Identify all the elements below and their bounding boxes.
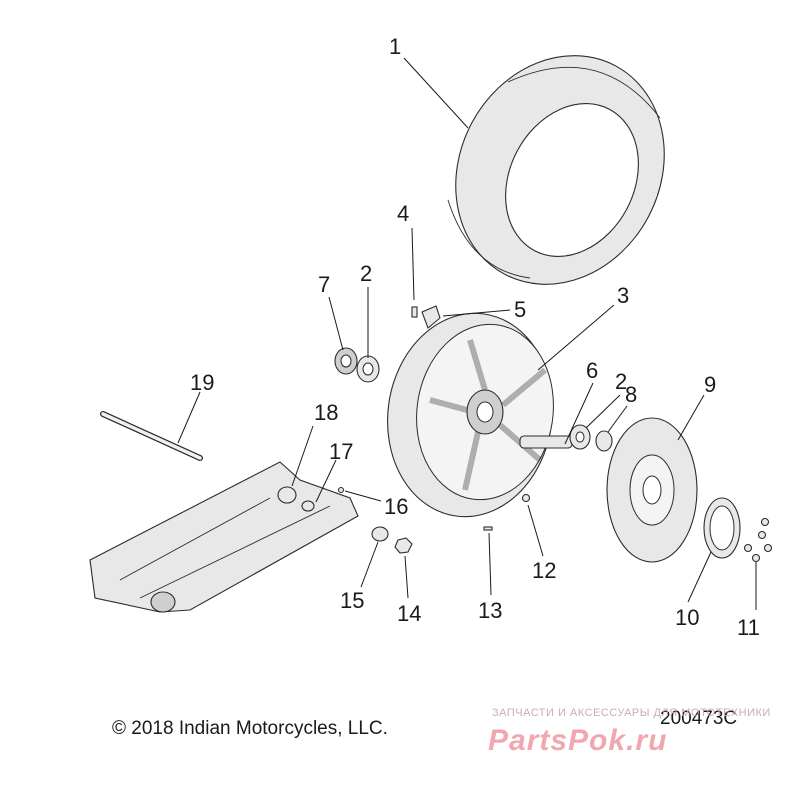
swingarm (89, 461, 359, 613)
callout-16: 16 (384, 494, 408, 519)
washer-15 (371, 526, 389, 542)
callout-18: 18 (314, 400, 338, 425)
callout-12: 12 (532, 558, 556, 583)
brake-disc (606, 417, 698, 563)
bushing-18 (277, 486, 297, 504)
leader-lines (177, 57, 757, 610)
nut-14 (394, 537, 413, 554)
pin-13 (483, 526, 493, 531)
spacer-right (595, 430, 613, 452)
fitting-16 (337, 486, 345, 494)
callout-5: 5 (514, 297, 526, 322)
callout-15: 15 (340, 588, 364, 613)
valve-cap (411, 306, 418, 318)
rear-wheel (387, 312, 554, 518)
washer-17 (301, 500, 315, 512)
watermark-tagline: ЗАПЧАСТИ И АКСЕССУАРЫ ДЛЯ МОТОТЕХНИКИ (492, 707, 771, 719)
copyright-text: © 2018 Indian Motorcycles, LLC. (112, 718, 388, 739)
callout-3: 3 (617, 283, 629, 308)
callout-1: 1 (389, 34, 401, 59)
callout-17: 17 (329, 439, 353, 464)
callout-2b: 2 (615, 369, 627, 394)
callout-6: 6 (586, 358, 598, 383)
callout-11: 11 (737, 615, 760, 640)
callout-labels: 1 4 5 3 7 2 6 2 8 9 10 11 12 13 14 15 16… (190, 34, 760, 640)
figure-number: 200473C (660, 708, 737, 729)
callout-9: 9 (704, 372, 716, 397)
callout-13: 13 (478, 598, 502, 623)
callout-8: 8 (625, 382, 637, 407)
callout-7: 7 (318, 272, 330, 297)
callout-2: 2 (360, 261, 372, 286)
watermark-logo: PartsPok.ru (488, 724, 667, 757)
callout-10: 10 (675, 605, 699, 630)
tire (447, 55, 665, 285)
fastener-12 (521, 493, 531, 503)
disc-bolts (743, 517, 773, 563)
callout-14: 14 (397, 601, 421, 626)
callout-4: 4 (397, 201, 409, 226)
callout-19: 19 (190, 370, 214, 395)
valve-stem (421, 305, 441, 329)
axle (519, 435, 573, 449)
